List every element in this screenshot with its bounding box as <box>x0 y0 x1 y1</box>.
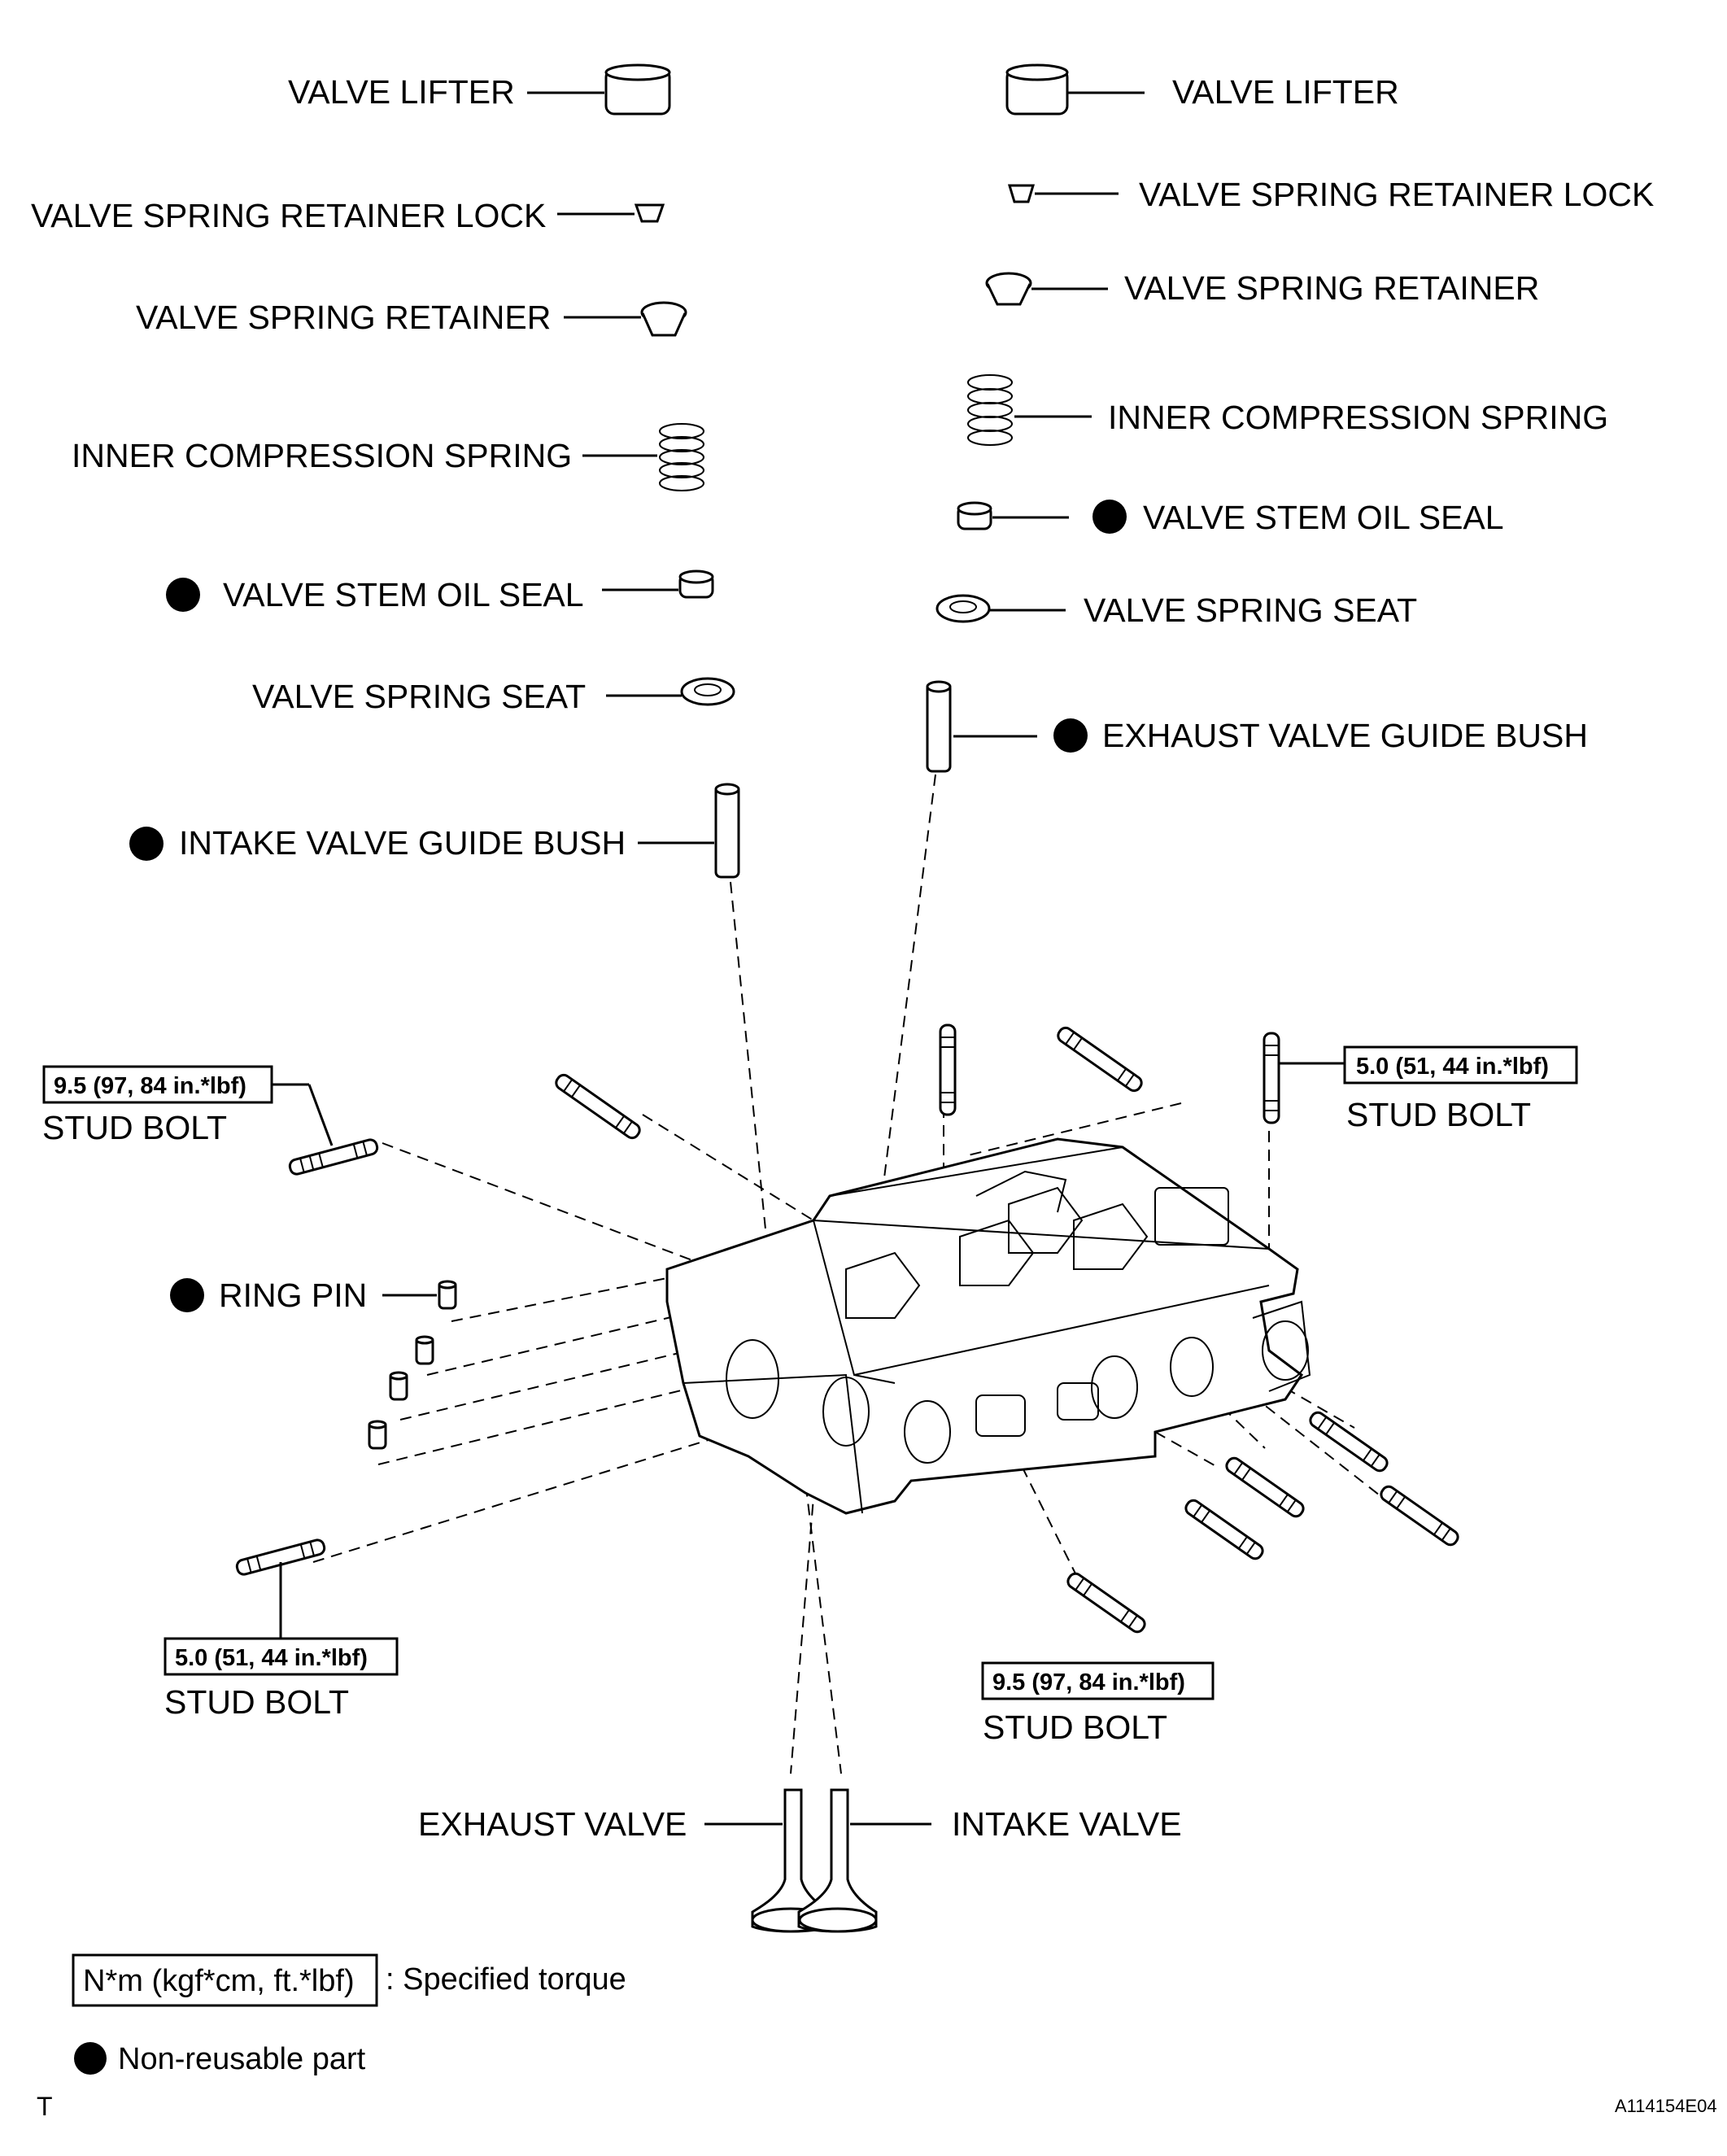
non-reusable-dot-icon <box>129 827 164 861</box>
torque-value: 5.0 (51, 44 in.*lbf) <box>1356 1054 1549 1080</box>
torque-value: 9.5 (97, 84 in.*lbf) <box>54 1073 246 1099</box>
ring-pin-2 <box>415 1335 434 1365</box>
stud-bolt-left-lower <box>235 1538 326 1576</box>
valve-lifter-right: VALVE LIFTER <box>1005 63 1399 116</box>
label-inner-compression-spring-left: INNER COMPRESSION SPRING <box>72 437 572 474</box>
footer-left-mark: T <box>37 2092 53 2121</box>
valve-stem-oil-seal-right: VALVE STEM OIL SEAL <box>957 499 1504 536</box>
ring-pin-3 <box>389 1371 408 1401</box>
valve-spring-seat-right: VALVE SPRING SEAT <box>935 591 1417 629</box>
label-inner-compression-spring-right: INNER COMPRESSION SPRING <box>1108 399 1608 436</box>
torque-value: 5.0 (51, 44 in.*lbf) <box>175 1645 368 1671</box>
non-reusable-dot-icon <box>170 1278 204 1312</box>
label-valve-spring-retainer-right: VALVE SPRING RETAINER <box>1124 269 1539 307</box>
stud-bolt-right-upper <box>1263 1032 1280 1124</box>
valve-stem-oil-seal-left: VALVE STEM OIL SEAL <box>166 570 714 613</box>
valve-spring-retainer-lock-left: VALVE SPRING RETAINER LOCK <box>31 197 665 234</box>
stud-bolt-top-a <box>555 1073 641 1140</box>
label-exhaust-valve: EXHAUST VALVE <box>418 1805 687 1843</box>
torque-callout-right-upper: 5.0 (51, 44 in.*lbf) STUD BOLT <box>1279 1045 1578 1133</box>
intake-valve: INTAKE VALVE <box>797 1788 1182 1933</box>
non-reusable-dot-icon <box>1092 500 1127 534</box>
stud-bolt-top-c <box>1057 1026 1143 1093</box>
non-reusable-dot-icon <box>74 2042 107 2075</box>
label-intake-valve-guide-bush: INTAKE VALVE GUIDE BUSH <box>179 824 626 862</box>
torque-callout-left-upper: 9.5 (97, 84 in.*lbf) STUD BOLT <box>42 1065 334 1146</box>
torque-value: 9.5 (97, 84 in.*lbf) <box>992 1669 1185 1696</box>
torque-callout-left-lower: 5.0 (51, 44 in.*lbf) STUD BOLT <box>164 1562 399 1721</box>
stud-bolt-right-lower-b <box>1184 1499 1264 1560</box>
label-stud-bolt-left-upper: STUD BOLT <box>42 1109 227 1146</box>
valve-lifter-left: VALVE LIFTER <box>288 63 671 116</box>
inner-compression-spring-left: INNER COMPRESSION SPRING <box>72 423 704 491</box>
label-valve-lifter-left: VALVE LIFTER <box>288 73 515 111</box>
label-ring-pin: RING PIN <box>219 1277 367 1314</box>
label-valve-stem-oil-seal-right: VALVE STEM OIL SEAL <box>1143 499 1504 536</box>
legend-torque-text: : Specified torque <box>386 1962 626 1997</box>
ring-pin-4 <box>368 1420 387 1450</box>
stud-bolts <box>235 1023 1459 1634</box>
non-reusable-dot-icon <box>1053 718 1088 753</box>
valve-spring-retainer-right: VALVE SPRING RETAINER <box>985 269 1539 307</box>
legend: N*m (kgf*cm, ft.*lbf) : Specified torque… <box>72 1953 626 2076</box>
figure-code: A114154E04 <box>1615 2096 1717 2116</box>
intake-valve-guide-bush: INTAKE VALVE GUIDE BUSH <box>129 783 740 879</box>
label-valve-stem-oil-seal-left: VALVE STEM OIL SEAL <box>223 576 584 613</box>
stud-bolt-left-upper <box>288 1138 379 1176</box>
torque-legend-box <box>72 1953 378 2007</box>
non-reusable-dot-icon <box>166 578 200 612</box>
label-valve-spring-retainer-lock-left: VALVE SPRING RETAINER LOCK <box>31 197 546 234</box>
legend-torque-unit: N*m (kgf*cm, ft.*lbf) <box>83 1964 355 1998</box>
inner-compression-spring-right: INNER COMPRESSION SPRING <box>967 374 1608 446</box>
valve-spring-retainer-lock-right: VALVE SPRING RETAINER LOCK <box>1007 176 1654 213</box>
legend-nonreusable-text: Non-reusable part <box>118 2042 366 2076</box>
valve-spring-seat-left: VALVE SPRING SEAT <box>252 677 735 715</box>
stud-bolt-top-b <box>939 1023 957 1116</box>
label-valve-spring-seat-right: VALVE SPRING SEAT <box>1084 591 1417 629</box>
coil-spring-icon <box>659 423 704 491</box>
stud-bolt-right-lower-a <box>1066 1572 1146 1634</box>
label-valve-spring-seat-left: VALVE SPRING SEAT <box>252 678 586 715</box>
coil-spring-icon <box>967 374 1013 446</box>
valve-spring-retainer-left: VALVE SPRING RETAINER <box>136 299 687 337</box>
stud-bolt-right-lower-d <box>1309 1411 1389 1473</box>
label-intake-valve: INTAKE VALVE <box>952 1805 1182 1843</box>
ring-pin-1 <box>438 1280 457 1310</box>
label-valve-lifter-right: VALVE LIFTER <box>1172 73 1399 111</box>
stud-bolt-right-lower-e <box>1380 1485 1459 1547</box>
label-stud-bolt-right-upper: STUD BOLT <box>1346 1096 1531 1133</box>
cylinder-head <box>665 1137 1311 1515</box>
label-valve-spring-retainer-left: VALVE SPRING RETAINER <box>136 299 551 336</box>
torque-callout-right-lower: 9.5 (97, 84 in.*lbf) STUD BOLT <box>981 1661 1215 1746</box>
label-stud-bolt-right-lower: STUD BOLT <box>983 1709 1167 1746</box>
label-stud-bolt-left-lower: STUD BOLT <box>164 1683 349 1721</box>
exhaust-valve: EXHAUST VALVE <box>418 1788 831 1933</box>
ring-pins: RING PIN <box>170 1277 457 1450</box>
stud-bolt-right-lower-c <box>1225 1456 1305 1518</box>
exhaust-valve-guide-bush: EXHAUST VALVE GUIDE BUSH <box>926 680 1588 773</box>
label-exhaust-valve-guide-bush: EXHAUST VALVE GUIDE BUSH <box>1102 717 1588 754</box>
label-valve-spring-retainer-lock-right: VALVE SPRING RETAINER LOCK <box>1139 176 1654 213</box>
